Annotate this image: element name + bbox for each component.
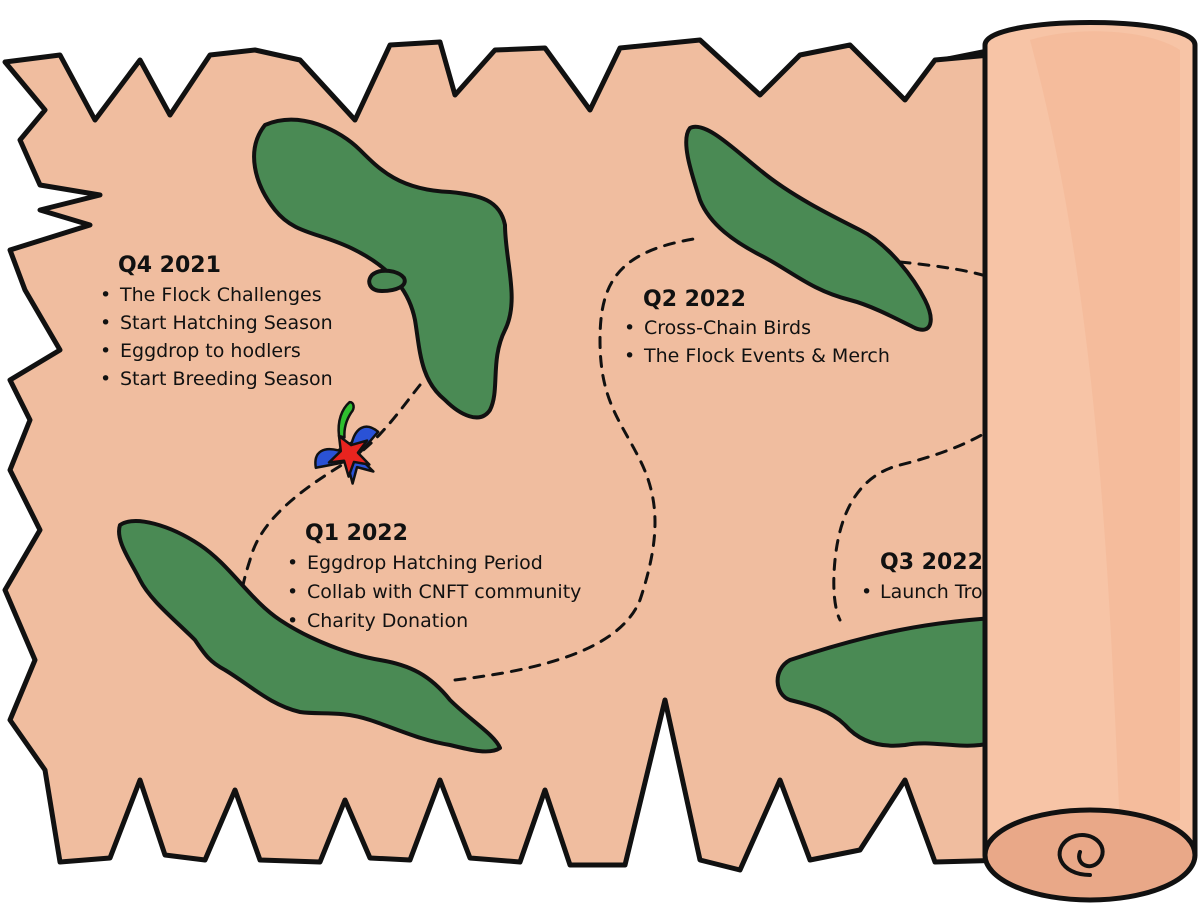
quarter-title: Q1 2022 bbox=[305, 521, 408, 546]
quarter-q4-2021: Q4 2021 • The Flock Challenges • Start H… bbox=[100, 253, 333, 390]
island-bottom-right bbox=[775, 614, 1030, 748]
svg-text:•: • bbox=[287, 552, 298, 574]
bird-marker-icon bbox=[314, 400, 380, 485]
island-top-right bbox=[684, 124, 933, 332]
quarter-title: Q2 2022 bbox=[643, 287, 746, 312]
svg-text:•: • bbox=[100, 284, 111, 306]
quarter-title: Q4 2021 bbox=[118, 253, 221, 278]
svg-text:•: • bbox=[100, 340, 111, 362]
quarter-item: Charity Donation bbox=[307, 610, 468, 632]
quarter-item: Launch Tropic bbox=[880, 581, 1010, 603]
island-top-left bbox=[252, 117, 514, 420]
svg-text:•: • bbox=[624, 317, 635, 339]
quarter-item: The Flock Events & Merch bbox=[643, 345, 890, 367]
quarter-item: Cross-Chain Birds bbox=[644, 317, 811, 339]
quarter-q2-2022: Q2 2022 • Cross-Chain Birds • The Flock … bbox=[624, 287, 890, 367]
svg-text:•: • bbox=[100, 312, 111, 334]
islands bbox=[117, 117, 1030, 754]
island-bottom-left bbox=[117, 519, 502, 754]
quarter-item: Start Breeding Season bbox=[120, 368, 333, 390]
quarter-item: Collab with CNFT community bbox=[307, 581, 581, 603]
svg-text:•: • bbox=[624, 345, 635, 367]
svg-text:•: • bbox=[287, 581, 298, 603]
quarter-q1-2022: Q1 2022 • Eggdrop Hatching Period • Coll… bbox=[287, 521, 581, 632]
quarter-q3-2022: Q3 2022 • Launch Tropic bbox=[861, 550, 1010, 603]
quarter-item: Eggdrop Hatching Period bbox=[307, 552, 543, 574]
quarter-title: Q3 2022 bbox=[880, 550, 983, 575]
svg-text:•: • bbox=[861, 581, 872, 603]
parchment-map bbox=[2, 37, 1013, 873]
svg-text:•: • bbox=[287, 610, 298, 632]
svg-text:•: • bbox=[100, 368, 111, 390]
islet-small bbox=[367, 268, 407, 293]
quarter-item: The Flock Challenges bbox=[119, 284, 322, 306]
scroll-roll-icon bbox=[982, 20, 1198, 903]
quarter-item: Eggdrop to hodlers bbox=[120, 340, 301, 362]
quarter-item: Start Hatching Season bbox=[120, 312, 333, 334]
